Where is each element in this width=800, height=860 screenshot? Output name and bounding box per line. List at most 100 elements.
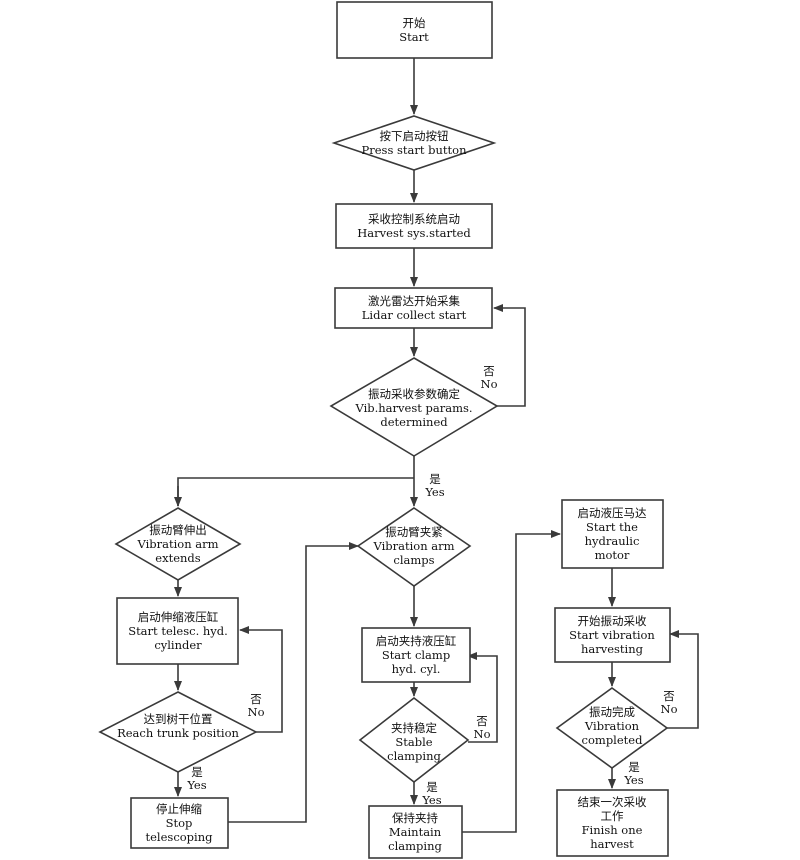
start-node xyxy=(336,1,493,59)
arm-clamps-en-label-2: clamps xyxy=(393,553,435,567)
vib-done-yes-label: 是 Yes xyxy=(624,761,643,787)
vib-params-yes-label: 是 Yes xyxy=(425,473,444,499)
arm-extends-en-label-1: Vibration arm xyxy=(137,537,219,551)
start-node-text: 开始 Start xyxy=(399,16,428,44)
reach-trunk-en-label: Reach trunk position xyxy=(117,726,239,740)
finish-node xyxy=(556,789,669,857)
lidar-zh-label: 激光雷达开始采集 xyxy=(368,294,460,308)
vib-params-decision xyxy=(329,357,499,457)
edge-done-no-loop xyxy=(667,630,699,729)
start-vib-en-label-2: harvesting xyxy=(580,642,644,656)
stable-clamp-decision xyxy=(358,696,470,784)
arm-extends-zh-label: 振动臂伸出 xyxy=(149,523,207,537)
vib-done-text: 振动完成 Vibration completed xyxy=(582,705,643,747)
telesc-cyl-zh-label: 启动伸缩液压缸 xyxy=(137,610,219,624)
hyd-motor-node xyxy=(561,499,664,569)
maintain-clamp-en-label-2: clamping xyxy=(388,839,442,853)
reach-trunk-zh-label: 达到树干位置 xyxy=(143,712,213,726)
start-en-label: Start xyxy=(399,30,429,44)
hyd-motor-text: 启动液压马达 Start the hydraulic motor xyxy=(578,506,647,562)
clamp-cyl-en-label-2: hyd. cyl. xyxy=(391,662,441,676)
arm-clamps-text: 振动臂夹紧 Vibration arm clamps xyxy=(373,525,454,567)
harvest-sys-node xyxy=(335,203,493,249)
stop-telesc-en-label-2: telescoping xyxy=(145,830,213,844)
no-zh-label: 否 xyxy=(476,714,488,728)
press-start-decision xyxy=(331,115,497,171)
stop-telesc-node xyxy=(130,797,229,849)
vib-done-zh-label: 振动完成 xyxy=(589,705,635,719)
reach-trunk-no-label: 否 No xyxy=(248,693,265,719)
reach-trunk-yes-label: 是 Yes xyxy=(187,766,206,792)
harvest-sys-en-label: Harvest sys.started xyxy=(357,226,471,240)
vib-params-no-label: 否 No xyxy=(481,365,498,391)
telesc-cyl-text: 启动伸缩液压缸 Start telesc. hyd. cylinder xyxy=(128,610,228,652)
stable-clamp-en-label-2: clamping xyxy=(387,749,441,763)
vib-done-no-label: 否 No xyxy=(661,690,678,716)
lidar-text: 激光雷达开始采集 Lidar collect start xyxy=(362,294,466,322)
finish-zh-label-2: 工作 xyxy=(600,809,624,823)
press-start-en-label: Press start button xyxy=(361,143,467,157)
clamp-cyl-node xyxy=(361,627,471,683)
yes-en-label: Yes xyxy=(624,773,644,787)
start-zh-label: 开始 xyxy=(402,16,426,30)
yes-en-label: Yes xyxy=(187,778,207,792)
vib-done-en-label-2: completed xyxy=(581,733,643,747)
finish-en-label-2: harvest xyxy=(590,837,634,851)
start-vib-text: 开始振动采收 Start vibration harvesting xyxy=(569,614,655,656)
vib-params-en-label-2: determined xyxy=(380,415,448,429)
no-zh-label: 否 xyxy=(663,689,675,703)
maintain-clamp-en-label-1: Maintain xyxy=(388,825,442,839)
start-vib-en-label-1: Start vibration xyxy=(569,628,655,642)
yes-zh-label: 是 xyxy=(429,472,441,486)
yes-zh-label: 是 xyxy=(191,765,203,779)
stable-clamp-en-label-1: Stable xyxy=(395,735,433,749)
maintain-clamp-zh-label: 保持夹持 xyxy=(392,811,438,825)
edge-maintain-to-motor xyxy=(462,530,561,833)
arm-extends-en-label-2: extends xyxy=(155,551,201,565)
arm-extends-text: 振动臂伸出 Vibration arm extends xyxy=(137,523,218,565)
edge-vibparams-no-loop xyxy=(493,304,526,407)
vib-params-text: 振动采收参数确定 Vib.harvest params. determined xyxy=(355,387,472,429)
telesc-cyl-node xyxy=(116,597,239,665)
maintain-clamp-text: 保持夹持 Maintain clamping xyxy=(388,811,442,853)
edge-stop-to-clamps xyxy=(228,542,359,823)
hyd-motor-en-label-1: Start the xyxy=(586,520,638,534)
stop-telesc-text: 停止伸缩 Stop telescoping xyxy=(146,802,213,844)
no-en-label: No xyxy=(247,705,265,719)
edge-stable-no-loop xyxy=(467,652,498,743)
hyd-motor-en-label-3: motor xyxy=(594,548,630,562)
reach-trunk-text: 达到树干位置 Reach trunk position xyxy=(117,712,239,740)
telesc-cyl-en-label-1: Start telesc. hyd. xyxy=(128,624,228,638)
hyd-motor-zh-label: 启动液压马达 xyxy=(577,506,647,520)
no-en-label: No xyxy=(480,377,498,391)
stable-clamp-zh-label: 夹持稳定 xyxy=(391,721,437,735)
arm-clamps-zh-label: 振动臂夹紧 xyxy=(385,525,443,539)
lidar-en-label: Lidar collect start xyxy=(361,308,467,322)
hyd-motor-en-label-2: hydraulic xyxy=(584,534,640,548)
arm-extends-decision xyxy=(114,507,242,581)
connectors xyxy=(174,58,699,833)
finish-text: 结束一次采收 工作 Finish one harvest xyxy=(578,795,647,851)
finish-en-label-1: Finish one xyxy=(581,823,643,837)
vib-done-decision xyxy=(555,687,669,769)
stable-clamp-no-label: 否 No xyxy=(474,715,491,741)
no-zh-label: 否 xyxy=(250,692,262,706)
yes-en-label: Yes xyxy=(425,485,445,499)
press-start-zh-label: 按下启动按钮 xyxy=(379,129,449,143)
no-zh-label: 否 xyxy=(483,364,495,378)
harvest-sys-zh-label: 采收控制系统启动 xyxy=(367,212,460,226)
yes-en-label: Yes xyxy=(422,793,442,807)
stop-telesc-en-label-1: Stop xyxy=(165,816,193,830)
stable-clamp-yes-label: 是 Yes xyxy=(422,781,441,807)
yes-zh-label: 是 xyxy=(628,760,640,774)
finish-zh-label-1: 结束一次采收 xyxy=(577,795,647,809)
edge-reach-no-loop xyxy=(239,626,283,733)
harvest-sys-text: 采收控制系统启动 Harvest sys.started xyxy=(357,212,470,240)
no-en-label: No xyxy=(660,702,678,716)
telesc-cyl-en-label-2: cylinder xyxy=(154,638,202,652)
yes-zh-label: 是 xyxy=(426,780,438,794)
maintain-clamp-node xyxy=(368,805,463,859)
press-start-text: 按下启动按钮 Press start button xyxy=(362,129,467,157)
lidar-node xyxy=(334,287,493,329)
